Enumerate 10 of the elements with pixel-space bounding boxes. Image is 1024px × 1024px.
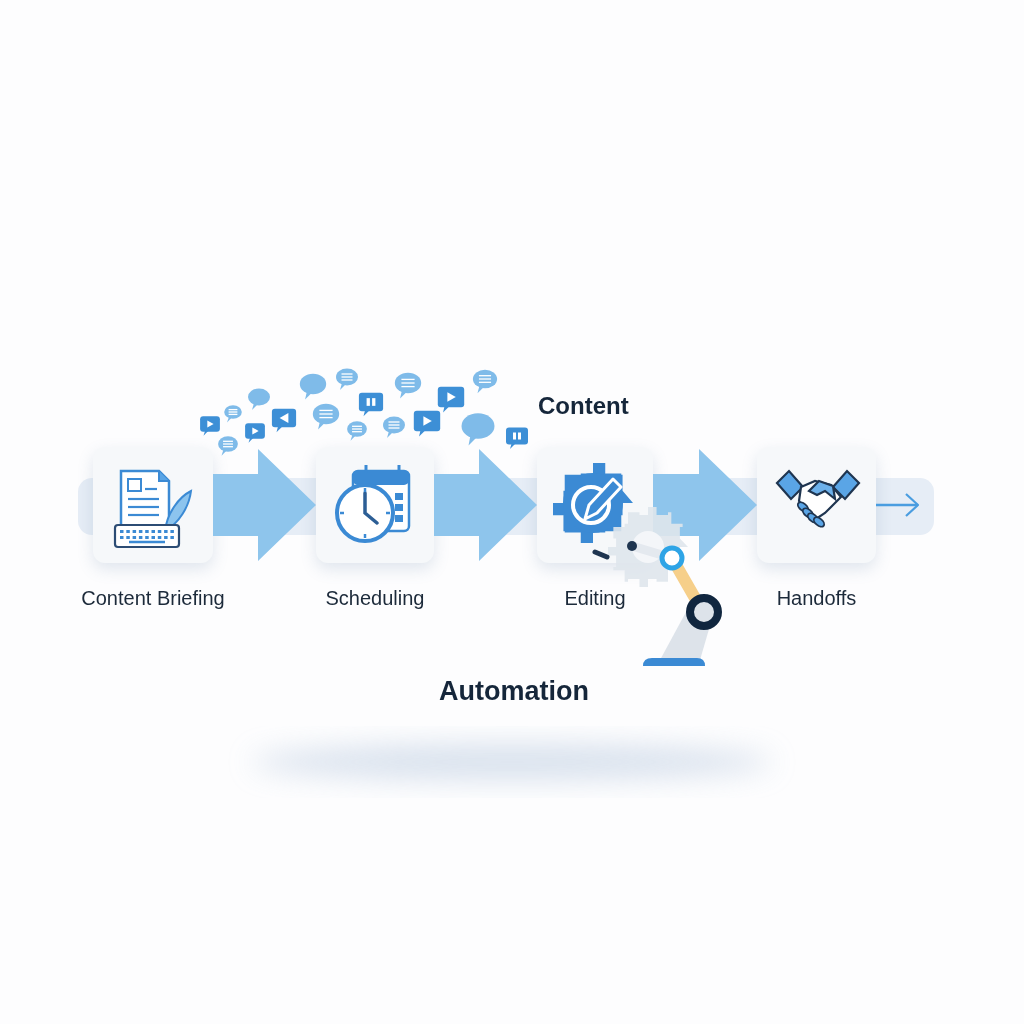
step-label: Scheduling (325, 587, 425, 610)
group-label: Content (538, 392, 629, 420)
step-label: Handoffs (776, 587, 857, 610)
step-label: Editing (564, 587, 626, 610)
arrow (876, 492, 920, 518)
flow-arrow (213, 449, 316, 561)
step-label: Content Briefing (81, 587, 225, 610)
flow-arrow (653, 449, 757, 561)
flow-arrow (434, 449, 537, 561)
group-label: Automation (439, 676, 589, 707)
